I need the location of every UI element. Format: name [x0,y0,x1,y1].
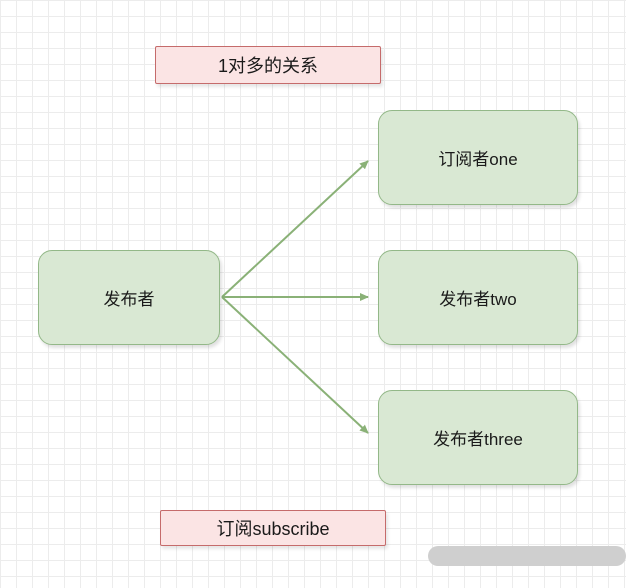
publisher-two-label: 发布者two [439,290,517,309]
arrow-to-publisher-three [221,296,369,434]
subscribe-caption-box: 订阅subscribe [160,510,386,546]
publisher-node: 发布者 [38,250,220,345]
publisher-two-node: 发布者two [378,250,578,345]
diagram-title-box: 1对多的关系 [155,46,381,84]
publisher-three-label: 发布者three [433,430,523,449]
publisher-node-label: 发布者 [103,290,155,309]
horizontal-scrollbar-thumb[interactable] [428,546,626,566]
subscriber-one-node: 订阅者one [378,110,578,205]
diagram-title-label: 1对多的关系 [217,56,318,76]
subscribe-caption-label: 订阅subscribe [216,519,330,539]
arrow-to-subscriber-one [221,160,369,298]
publisher-three-node: 发布者three [378,390,578,485]
subscriber-one-label: 订阅者one [438,150,518,169]
